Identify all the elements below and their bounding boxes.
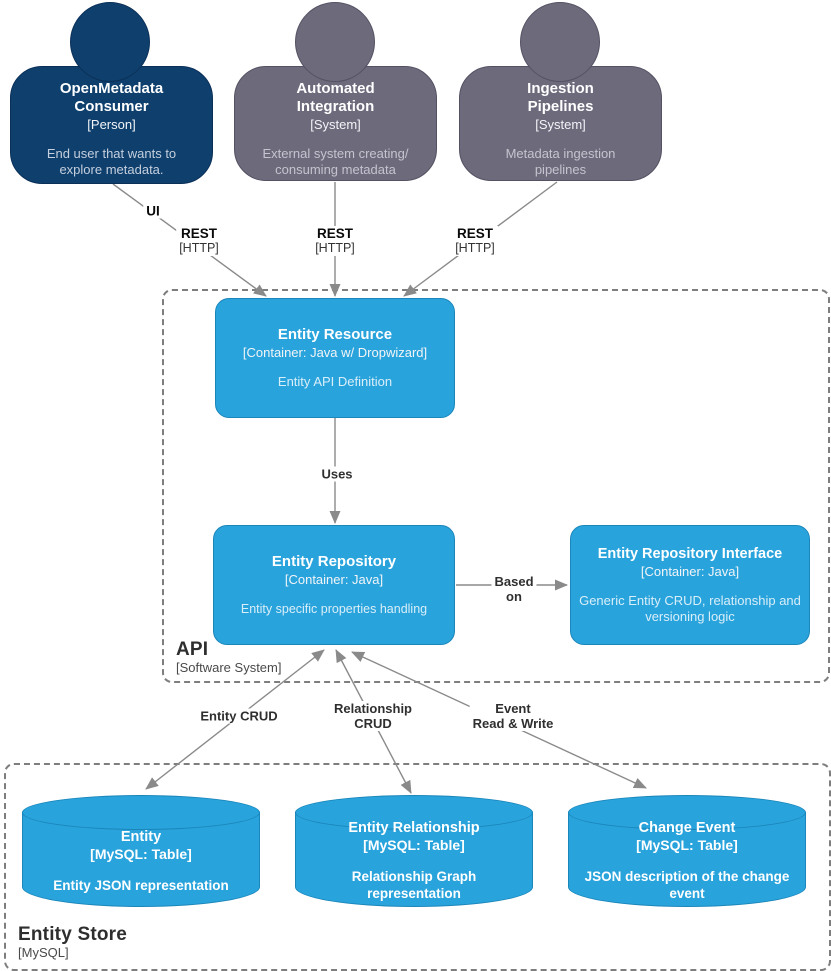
entity-store-boundary-label: Entity Store [MySQL] bbox=[18, 924, 127, 961]
node-title: Automated Integration bbox=[296, 80, 375, 115]
node-title: Entity Repository Interface bbox=[597, 546, 783, 562]
node-description: Entity JSON representation bbox=[53, 877, 229, 893]
node-meta: [MySQL: Table] bbox=[363, 837, 465, 853]
node-entity-repository: Entity Repository [Container: Java] Enti… bbox=[213, 525, 455, 645]
node-description: Metadata ingestion pipelines bbox=[505, 146, 616, 177]
cylinder-top-icon bbox=[295, 795, 533, 830]
edge-label-event-read-write: Event Read & Write bbox=[469, 701, 557, 731]
person-head-icon bbox=[295, 2, 375, 82]
node-title: Entity Relationship bbox=[348, 820, 480, 836]
edge-label-rest-consumer: REST [HTTP] bbox=[176, 226, 222, 256]
node-description: Entity specific properties handling bbox=[240, 602, 428, 616]
edge-label-rest-pipelines: REST [HTTP] bbox=[452, 226, 498, 256]
node-description: Entity API Definition bbox=[277, 374, 393, 389]
cylinder-top-icon bbox=[22, 795, 260, 830]
node-title: OpenMetadata Consumer bbox=[59, 80, 164, 115]
node-change-event-table: Change Event [MySQL: Table] JSON descrip… bbox=[568, 795, 806, 907]
node-openmetadata-consumer: OpenMetadata Consumer [Person] End user … bbox=[10, 66, 213, 184]
edge-label-based-on: Based on bbox=[491, 574, 537, 604]
node-meta: [MySQL: Table] bbox=[90, 845, 192, 862]
cylinder-top-icon bbox=[568, 795, 806, 830]
node-title: Entity Repository bbox=[271, 553, 397, 570]
node-meta: [Container: Java] bbox=[640, 564, 740, 579]
person-head-icon bbox=[70, 2, 150, 82]
edge-label-rest-integration: REST [HTTP] bbox=[312, 226, 358, 256]
edge-label-ui: UI bbox=[143, 203, 163, 219]
node-title: Entity bbox=[120, 828, 162, 845]
node-description: Generic Entity CRUD, relationship and ve… bbox=[579, 593, 801, 624]
node-description: External system creating/ consuming meta… bbox=[262, 146, 409, 177]
node-meta: [System] bbox=[310, 117, 361, 132]
node-title: Entity Resource bbox=[277, 326, 393, 343]
node-meta: [Container: Java w/ Dropwizard] bbox=[242, 345, 428, 360]
node-meta: [Person] bbox=[87, 117, 136, 132]
node-automated-integration: Automated Integration [System] External … bbox=[234, 66, 437, 181]
node-ingestion-pipelines: Ingestion Pipelines [System] Metadata in… bbox=[459, 66, 662, 181]
node-entity-relationship-table: Entity Relationship [MySQL: Table] Relat… bbox=[295, 795, 533, 907]
edge-label-entity-crud: Entity CRUD bbox=[197, 708, 281, 724]
node-title: Change Event bbox=[638, 820, 736, 836]
edge-label-uses: Uses bbox=[318, 466, 356, 482]
node-description: JSON description of the change event bbox=[584, 869, 790, 901]
node-entity-table: Entity [MySQL: Table] Entity JSON repres… bbox=[22, 795, 260, 907]
node-entity-repository-interface: Entity Repository Interface [Container: … bbox=[570, 525, 810, 645]
entity-store-boundary-meta: [MySQL] bbox=[18, 945, 69, 960]
person-head-icon bbox=[520, 2, 600, 82]
edge-label-relationship-crud: Relationship CRUD bbox=[330, 701, 416, 731]
node-description: Relationship Graph representation bbox=[351, 869, 477, 901]
node-meta: [MySQL: Table] bbox=[636, 837, 738, 853]
node-title: Ingestion Pipelines bbox=[527, 80, 594, 115]
node-meta: [System] bbox=[535, 117, 586, 132]
entity-store-boundary-title: Entity Store bbox=[18, 924, 128, 945]
node-meta: [Container: Java] bbox=[284, 572, 384, 587]
node-entity-resource: Entity Resource [Container: Java w/ Drop… bbox=[215, 298, 455, 418]
node-description: End user that wants to explore metadata. bbox=[46, 146, 177, 177]
